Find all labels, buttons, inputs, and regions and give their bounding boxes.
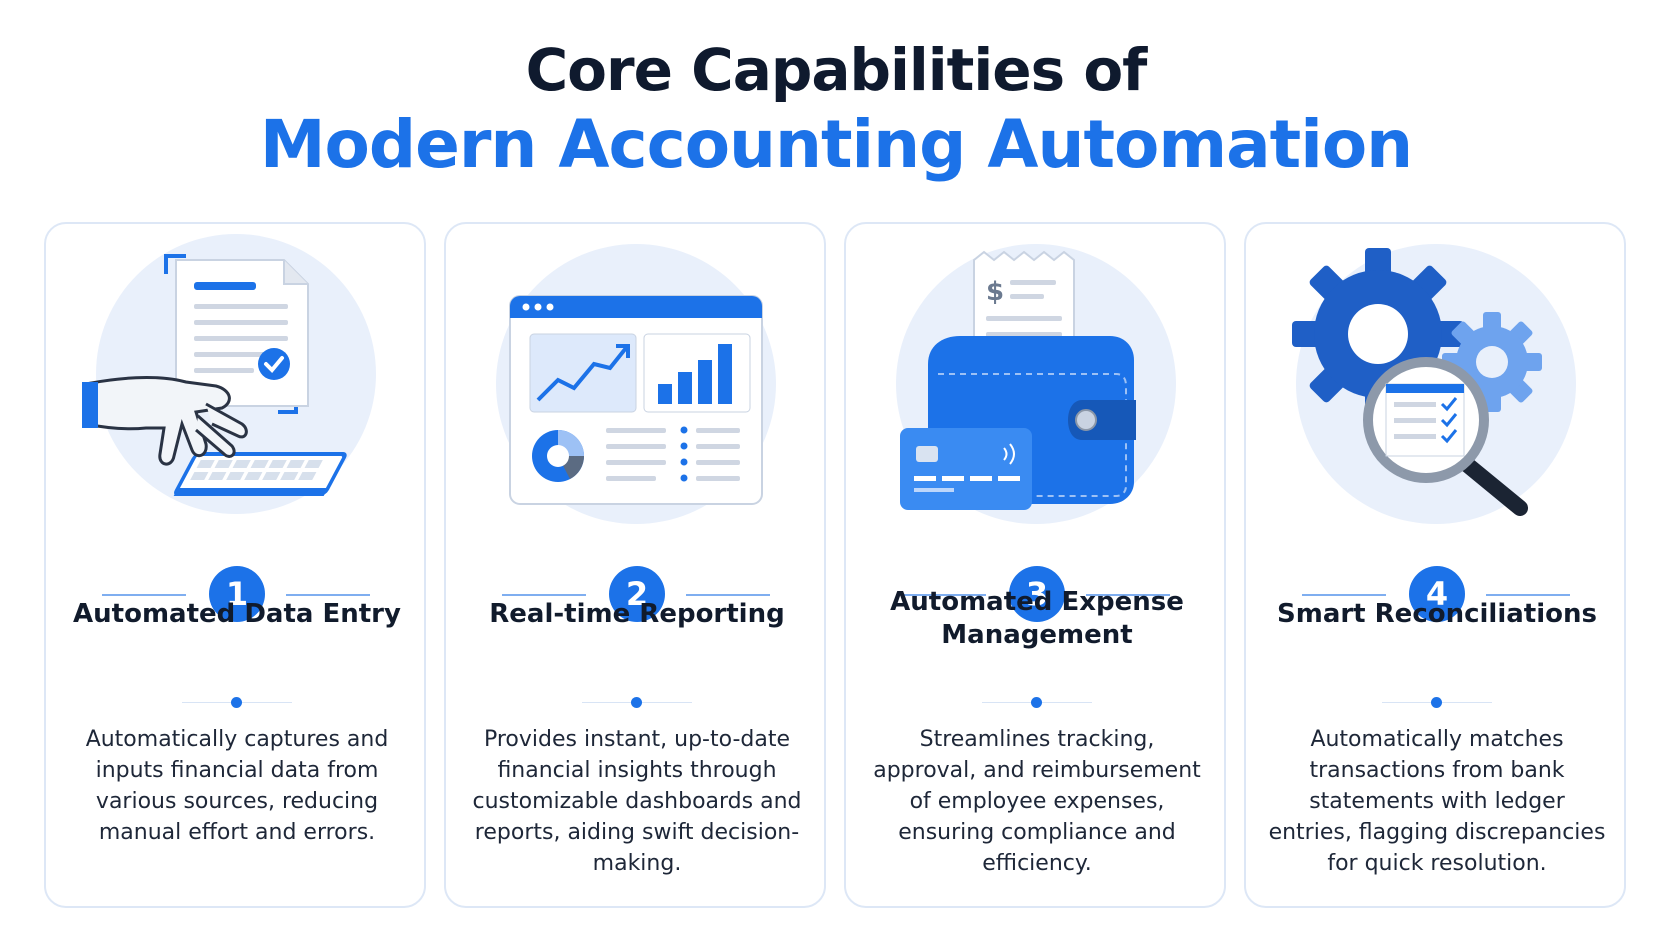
small-divider-dot bbox=[1431, 697, 1442, 708]
wallet-receipt-card-icon: $ bbox=[896, 244, 1176, 524]
card-title: Real-time Reporting bbox=[489, 599, 785, 629]
page-title-line-1: Core Capabilities of bbox=[525, 36, 1148, 104]
step-number-badge: 2 bbox=[609, 566, 665, 622]
dashboard-charts-icon bbox=[496, 244, 776, 524]
card-description: Streamlines tracking, approval, and reim… bbox=[873, 727, 1201, 876]
capability-card-expense: $ 3 Automated Expense Management Streaml… bbox=[844, 222, 1226, 908]
svg-text:$: $ bbox=[986, 277, 1004, 307]
capability-card-data-entry: 1 Automated Data Entry Automatically cap… bbox=[44, 222, 426, 908]
card-description: Automatically captures and inputs financ… bbox=[85, 727, 389, 845]
divider-line-right bbox=[686, 594, 770, 596]
page-title-line-2: Modern Accounting Automation bbox=[259, 106, 1413, 183]
card-description: Automatically matches transactions from … bbox=[1268, 727, 1606, 876]
divider-line-left bbox=[502, 594, 586, 596]
small-divider-dot bbox=[631, 697, 642, 708]
robot-hand-typing-document-icon bbox=[82, 234, 376, 514]
divider-line-left bbox=[902, 594, 986, 596]
capability-card-reconciliation: 4 Smart Reconciliations Automatically ma… bbox=[1244, 222, 1626, 908]
small-divider-dot bbox=[231, 697, 242, 708]
divider-line-left bbox=[102, 594, 186, 596]
step-number-badge: 3 bbox=[1009, 566, 1065, 622]
divider-line-right bbox=[286, 594, 370, 596]
step-number-badge: 4 bbox=[1409, 566, 1465, 622]
card-title: Automated Data Entry bbox=[73, 599, 401, 629]
gears-magnifier-checklist-icon bbox=[1292, 244, 1576, 524]
divider-line-left bbox=[1302, 594, 1386, 596]
step-number-badge: 1 bbox=[209, 566, 265, 622]
divider-line-right bbox=[1486, 594, 1570, 596]
divider-line-right bbox=[1086, 594, 1170, 596]
small-divider-dot bbox=[1031, 697, 1042, 708]
card-title: Smart Reconciliations bbox=[1277, 599, 1597, 629]
card-description: Provides instant, up-to-date financial i… bbox=[472, 727, 802, 876]
card-title: Automated Expense Management bbox=[890, 587, 1184, 650]
capability-card-reporting: 2 Real-time Reporting Provides instant, … bbox=[444, 222, 826, 908]
